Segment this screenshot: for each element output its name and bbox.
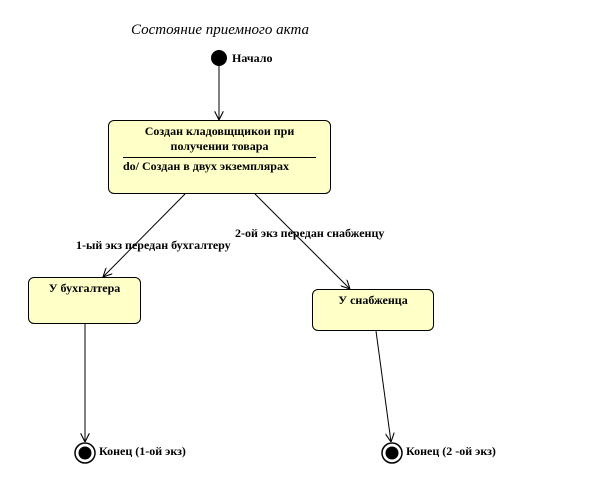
- initial-state: [211, 50, 227, 66]
- diagram-title: Состояние приемного акта: [131, 22, 309, 38]
- transition-created-to-accountant: [103, 193, 186, 277]
- state-accountant: У бухгалтера: [28, 277, 141, 324]
- state-supplier: У снабженца: [312, 289, 434, 331]
- final-state-1: [74, 442, 96, 464]
- state-created: Создан кладовщщикои при получении товара…: [108, 120, 331, 194]
- state-accountant-name: У бухгалтера: [48, 281, 121, 295]
- state-compartment-divider: [123, 157, 316, 158]
- state-created-name-line1: Создан кладовщщикои при: [144, 124, 295, 138]
- end-label-1: Конец (1-ой экз): [99, 444, 186, 458]
- state-created-name-line2: получении товара: [170, 139, 269, 153]
- transition-label-to-accountant: 1-ый экз передан бухгалтеру: [76, 238, 231, 252]
- end-label-2: Конец (2 -ой экз): [406, 444, 496, 458]
- transition-label-to-supplier: 2-ой экз передан снабженцу: [235, 226, 385, 240]
- state-supplier-name: У снабженца: [338, 293, 408, 307]
- state-created-activity: do/ Создан в двух экземплярах: [123, 159, 289, 173]
- final-state-2: [381, 442, 403, 464]
- transition-supplier-to-end2: [375, 330, 391, 442]
- transition-created-to-supplier: [254, 193, 350, 289]
- start-label: Начало: [232, 51, 273, 65]
